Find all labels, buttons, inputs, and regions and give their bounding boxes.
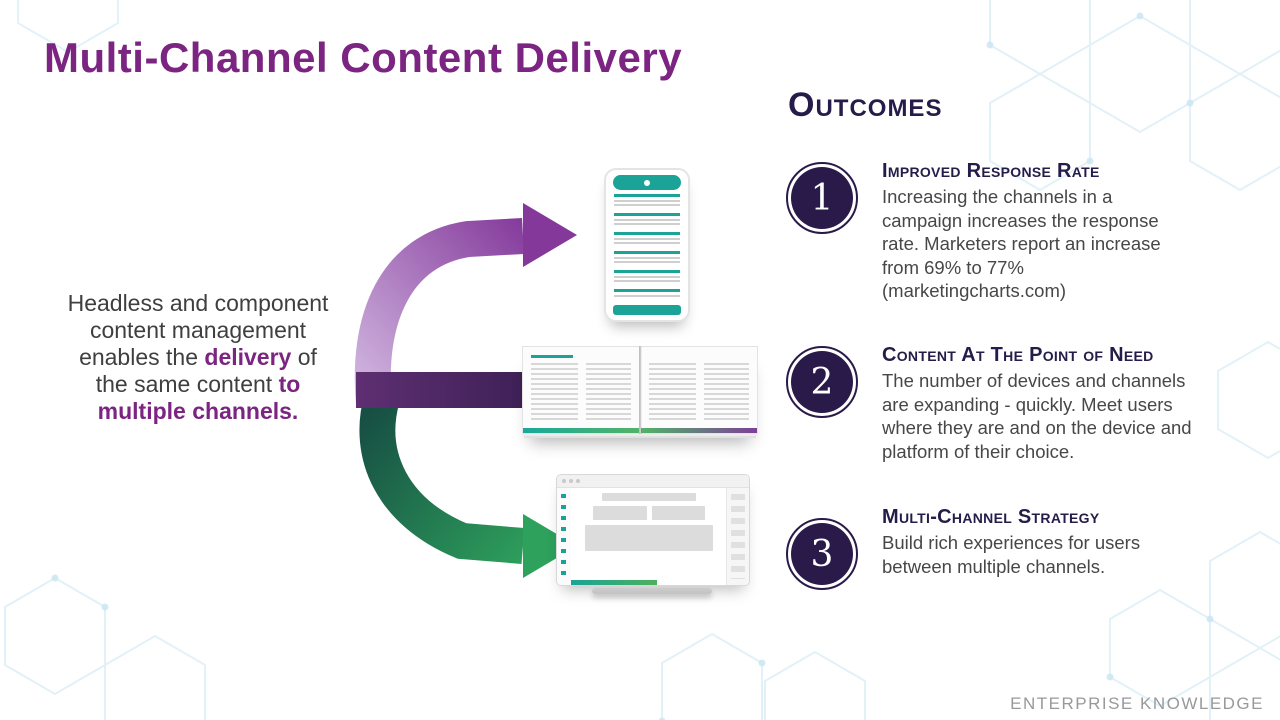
phone-footer-bar <box>613 305 681 315</box>
outcome-1-description: Increasing the channels in a campaign in… <box>882 186 1161 301</box>
desktop-right-panel <box>726 488 749 585</box>
outcome-item-3: 3 Multi-Channel Strategy Build rich expe… <box>786 506 1254 590</box>
desktop-stand <box>592 588 712 594</box>
book-right-gradient-strip <box>641 428 757 433</box>
phone-content-lines <box>614 194 680 298</box>
content-block <box>585 525 713 551</box>
content-block <box>602 493 696 501</box>
intro-text-middle: of the same content <box>95 344 317 397</box>
content-block-row <box>571 506 727 520</box>
footer-brand: ENTERPRISE KNOWLEDGE <box>1010 694 1264 713</box>
outcome-3-title: Multi-Channel Strategy <box>882 506 1100 528</box>
outcome-1-number-badge: 1 <box>786 162 858 234</box>
outcomes-heading: Outcomes <box>788 86 943 124</box>
outcome-1-number: 1 <box>791 167 853 229</box>
outcome-3-description: Build rich experiences for users between… <box>882 532 1141 577</box>
book-right-page <box>640 346 758 434</box>
intro-text-start: Headless and component content managemen… <box>67 290 329 370</box>
content-block <box>593 506 647 520</box>
desktop-sidebar <box>557 488 572 585</box>
intro-highlight-channels: to multiple channels. <box>97 371 301 424</box>
window-dot-icon <box>569 479 573 483</box>
outcome-2-text: Content At The Point of Need The number … <box>882 344 1254 463</box>
book-left-page <box>522 346 640 434</box>
book-spine <box>639 346 642 434</box>
outcome-2-title: Content At The Point of Need <box>882 344 1154 366</box>
desktop-canvas <box>571 488 727 585</box>
desktop-gradient-strip <box>571 580 657 585</box>
book-page-heading-line <box>531 355 573 358</box>
outcome-1-text: Improved Response Rate Increasing the ch… <box>882 160 1254 303</box>
outcome-1-title: Improved Response Rate <box>882 160 1100 182</box>
outcome-3-number: 3 <box>791 523 853 585</box>
outcome-item-1: 1 Improved Response Rate Increasing the … <box>786 160 1254 303</box>
content-block <box>651 506 705 520</box>
intro-text: Headless and component content managemen… <box>48 290 348 425</box>
window-dot-icon <box>562 479 566 483</box>
outcome-3-number-badge: 3 <box>786 518 858 590</box>
desktop-mockup <box>556 474 750 594</box>
outcome-2-description: The number of devices and channels are e… <box>882 370 1192 462</box>
desktop-screen <box>556 474 750 586</box>
window-dot-icon <box>576 479 580 483</box>
phone-logo-icon <box>644 179 650 186</box>
slide-title: Multi-Channel Content Delivery <box>44 34 683 81</box>
phone-mockup <box>604 168 690 322</box>
outcome-2-number: 2 <box>791 351 853 413</box>
phone-header-bar <box>613 175 681 190</box>
outcome-item-2: 2 Content At The Point of Need The numbe… <box>786 344 1254 463</box>
desktop-toolbar <box>557 475 749 488</box>
outcome-3-text: Multi-Channel Strategy Build rich experi… <box>882 506 1254 578</box>
book-mockup <box>522 346 758 434</box>
outcome-2-number-badge: 2 <box>786 346 858 418</box>
intro-highlight-delivery: delivery <box>204 344 292 370</box>
book-left-gradient-strip <box>523 428 639 433</box>
